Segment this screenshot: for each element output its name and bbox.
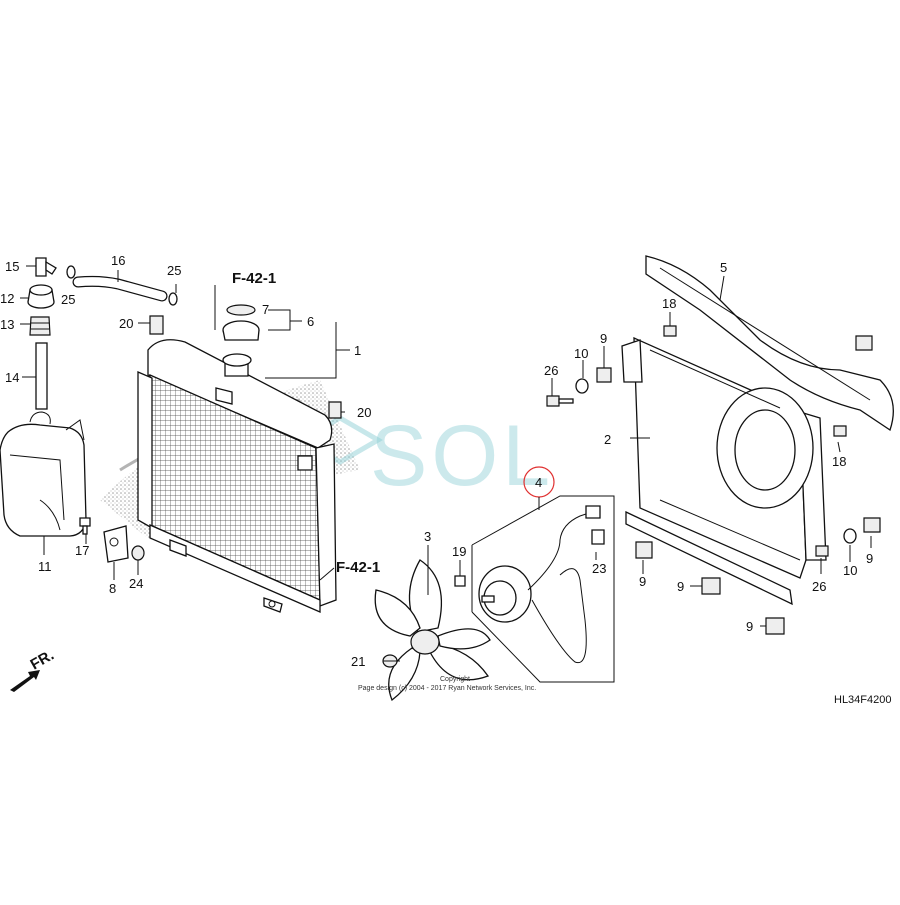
reference-f42-middle[interactable]: F-42-1 [336,559,380,576]
mounting-bracket[interactable] [103,525,129,563]
bolt-17[interactable] [79,517,91,535]
callout-1[interactable]: 1 [354,343,361,358]
callout-9-lowest[interactable]: 9 [746,619,753,634]
watermark-text: SOL [370,408,554,504]
front-arrow: FR. [10,647,57,692]
grommet-9-upper[interactable] [596,367,612,383]
hose-clamp-left[interactable] [66,265,76,279]
callout-10-left[interactable]: 10 [574,346,588,361]
reference-f42-top[interactable]: F-42-1 [232,270,276,287]
bolt-18-right[interactable] [833,425,847,437]
callout-25-right[interactable]: 25 [167,263,181,278]
callout-9-upper[interactable]: 9 [600,331,607,346]
callout-25-left[interactable]: 25 [61,292,75,307]
grommet-9-left-lower[interactable] [635,541,653,559]
callout-15[interactable]: 15 [5,259,19,274]
callout-16[interactable]: 16 [111,253,125,268]
radiator[interactable] [137,339,337,613]
callout-9-bottom[interactable]: 9 [677,579,684,594]
collar-10-left[interactable] [575,378,589,394]
hose-joint[interactable] [35,257,57,277]
callout-4[interactable]: 4 [535,475,542,490]
upper-air-guide[interactable] [645,255,894,432]
callout-9-right[interactable]: 9 [866,551,873,566]
callout-5[interactable]: 5 [720,260,727,275]
clip-left[interactable] [149,315,164,335]
callout-20-right[interactable]: 20 [357,405,371,420]
callout-18-right[interactable]: 18 [832,454,846,469]
collar-10-right[interactable] [843,528,857,544]
grommet-9-lowest[interactable] [765,617,785,635]
callout-20-left[interactable]: 20 [119,316,133,331]
hose-clamp-right[interactable] [168,292,178,306]
reservoir-cap[interactable] [27,284,55,309]
callout-17[interactable]: 17 [75,543,89,558]
clip-upper-right[interactable] [855,335,873,351]
nut-24[interactable] [131,545,145,561]
callout-13[interactable]: 13 [0,317,14,332]
callout-14[interactable]: 14 [5,370,19,385]
reservoir-tank[interactable] [0,411,87,537]
callout-26-right[interactable]: 26 [812,579,826,594]
callout-26-left[interactable]: 26 [544,363,558,378]
bolt-18-upper[interactable] [663,325,677,337]
siphon-hose[interactable] [72,275,168,302]
leader-lines [20,265,872,662]
callout-8[interactable]: 8 [109,581,116,596]
callout-23[interactable]: 23 [592,561,606,576]
callout-3[interactable]: 3 [424,529,431,544]
grommet-9-right[interactable] [863,517,881,533]
callout-18-upper[interactable]: 18 [662,296,676,311]
diagram-code: HL34F4200 [834,694,892,706]
front-arrow-label: FR. [28,647,57,674]
watermark: SOL [297,408,554,504]
fan-motor-assembly[interactable] [471,495,615,683]
fan-shroud[interactable] [621,336,827,606]
callout-7[interactable]: 7 [262,302,269,317]
callouts: 1 2 3 4 5 6 7 8 9 9 9 9 9 10 10 11 12 13… [0,253,873,669]
radiator-cap[interactable] [222,304,260,341]
overflow-tube[interactable] [35,342,48,410]
callout-2[interactable]: 2 [604,432,611,447]
callout-9-lower-left[interactable]: 9 [639,574,646,589]
clip-right[interactable] [328,401,342,419]
callout-24[interactable]: 24 [129,576,143,591]
copyright-line1: Copyright [440,676,470,683]
bolt-26-left[interactable] [546,395,574,407]
callout-12[interactable]: 12 [0,291,14,306]
grommet-9-bottom[interactable] [701,577,721,595]
copyright-line2: Page design (c) 2004 - 2017 Ryan Network… [358,685,536,692]
callout-6[interactable]: 6 [307,314,314,329]
bolt-26-right[interactable] [815,545,829,557]
callout-19[interactable]: 19 [452,544,466,559]
motor-bolt[interactable] [454,575,466,587]
callout-11[interactable]: 11 [38,559,52,574]
tube-grommet[interactable] [29,316,51,336]
fan-blade[interactable] [374,559,491,702]
callout-21[interactable]: 21 [351,654,365,669]
callout-10-right[interactable]: 10 [843,563,857,578]
